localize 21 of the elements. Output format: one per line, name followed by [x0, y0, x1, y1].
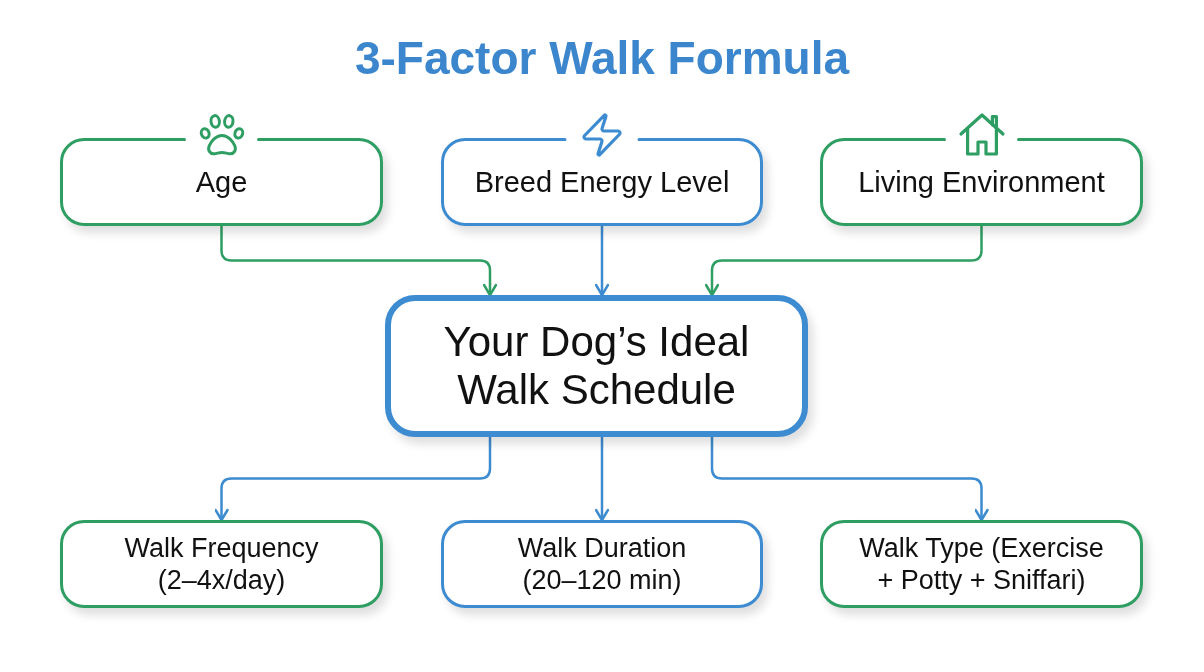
arrow	[594, 435, 610, 522]
diagram-title: 3-Factor Walk Formula	[354, 31, 850, 86]
outcome-card	[441, 520, 763, 608]
arrow	[594, 224, 610, 297]
factor-label: Living Environment	[858, 165, 1105, 200]
factor-label: Breed Energy Level	[474, 165, 730, 200]
factor-card	[441, 138, 763, 226]
schedule-card	[385, 295, 808, 437]
arrow	[704, 224, 983, 297]
arrow	[220, 224, 498, 297]
factor-label: Age	[195, 165, 248, 200]
arrow	[710, 435, 989, 522]
arrow	[214, 435, 492, 522]
factor-card	[820, 138, 1143, 226]
outcome-label: Walk Frequency (2–4x/day)	[123, 532, 320, 596]
outcome-label: Walk Type (Exercise + Potty + Sniffari)	[858, 532, 1105, 596]
factor-card	[60, 138, 383, 226]
outcome-card	[60, 520, 383, 608]
outcome-card	[820, 520, 1143, 608]
schedule-label: Your Dog’s Ideal Walk Schedule	[442, 318, 751, 414]
outcome-label: Walk Duration (20–120 min)	[516, 532, 688, 596]
